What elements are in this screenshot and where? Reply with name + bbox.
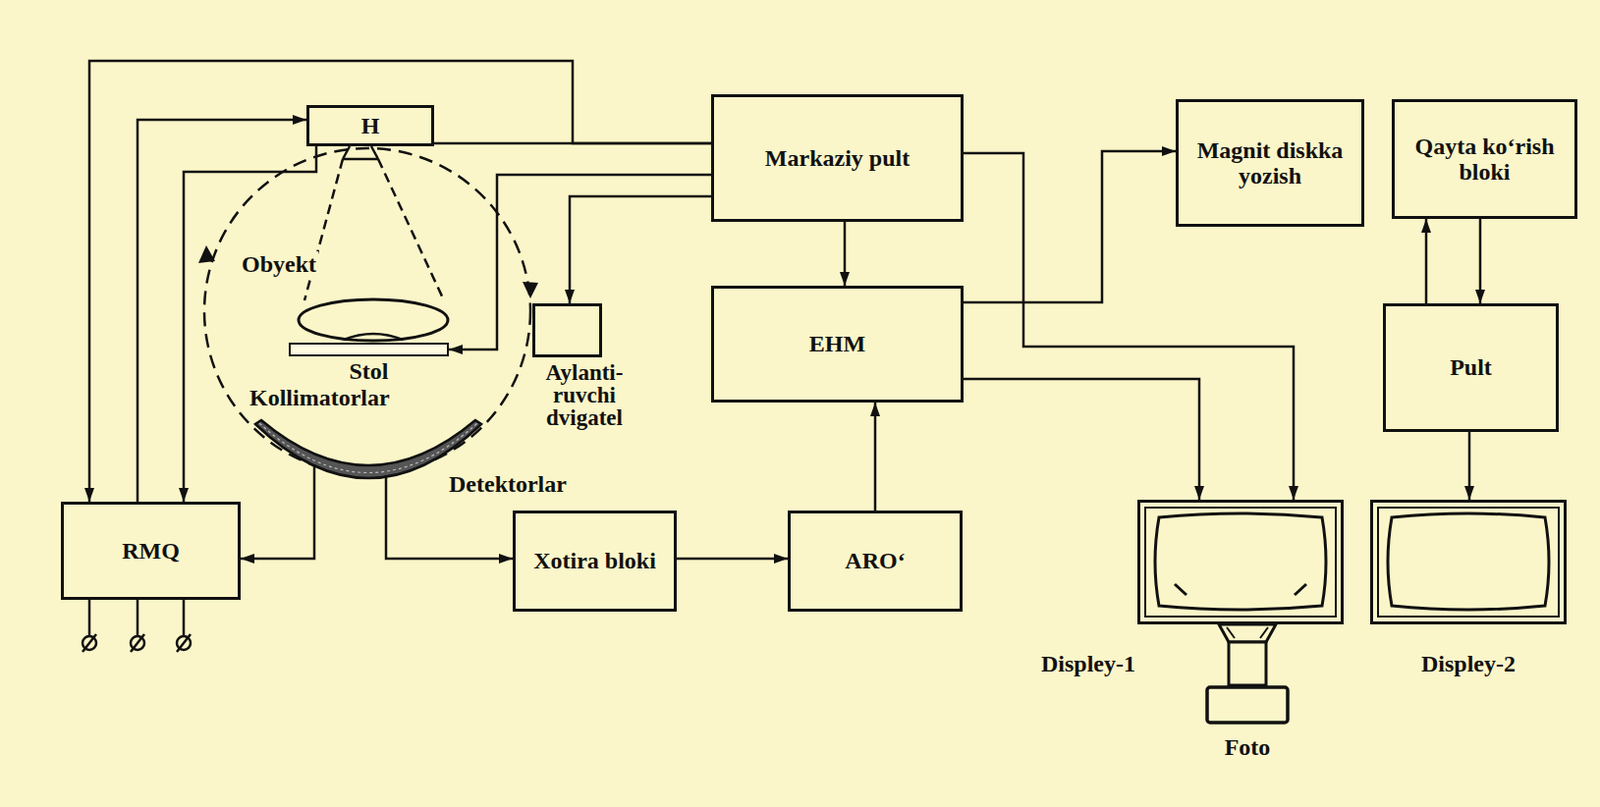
signal-arrow (89, 60, 712, 502)
signal-arrow (1468, 432, 1472, 500)
signal-arrow (963, 379, 1200, 500)
process-box: Markaziy pult (711, 94, 964, 222)
node-label: Displey-1 (1041, 651, 1179, 677)
object-outline (298, 299, 448, 341)
part-label: Kollimatorlar (247, 385, 392, 411)
signal-arrow (240, 485, 315, 559)
rotation-arrow (522, 281, 539, 299)
signal-arrow (434, 142, 712, 146)
process-box: Magnit diskka yozish (1175, 99, 1365, 227)
node-label: Xotira bloki (533, 548, 657, 574)
detector-array: Detektorlar (253, 420, 484, 486)
signal-arrow (1425, 219, 1429, 304)
process-box: EHM (711, 285, 964, 403)
node-label: H (361, 112, 381, 139)
node-label: ARO‘ (844, 548, 905, 574)
signal-arrow (569, 196, 712, 304)
node-label: Markaziy pult (765, 145, 910, 171)
patient-table: Stol (288, 342, 449, 385)
motor-box (532, 303, 603, 358)
node-label: Magnit diskka yozish (1178, 137, 1362, 190)
rotation-arrow (198, 245, 216, 264)
rmq-terminals (82, 600, 191, 653)
monitor-outline (1137, 499, 1344, 625)
photo-camera: Foto (1193, 624, 1302, 761)
signal-arrow (843, 221, 847, 286)
display-monitor: Displey-2 (1370, 499, 1567, 625)
x-ray-beam (304, 159, 444, 301)
display-monitor: Displey-1 (1137, 499, 1344, 625)
process-box: RMQ (60, 501, 241, 601)
process-box: Xotira bloki (512, 510, 677, 612)
part-label: Obyekt (239, 251, 319, 277)
node-label: Foto (1193, 734, 1302, 761)
process-box: H (306, 105, 435, 147)
node-label: Qayta ko‘rish bloki (1394, 133, 1575, 186)
rotation-motor: Aylanti- ruvchi dvigatel (525, 303, 644, 430)
node-label: Displey-2 (1370, 651, 1567, 677)
node-label: EHM (809, 331, 866, 357)
process-box: ARO‘ (787, 510, 963, 612)
signal-arrow (1479, 219, 1483, 304)
process-box: Qayta ko‘rish bloki (1391, 99, 1578, 220)
node-label: Aylanti- ruvchi dvigatel (525, 361, 644, 430)
tube-collimator (342, 146, 379, 160)
object-outline (343, 333, 403, 340)
signal-arrow (874, 402, 878, 511)
node-label: Detektorlar (448, 471, 567, 497)
signal-arrow (963, 151, 1176, 303)
signal-arrow (676, 557, 788, 561)
camera-shape (1193, 624, 1302, 727)
node-label: Stol (288, 358, 449, 385)
table-top (288, 342, 449, 357)
process-box: Pult (1382, 303, 1559, 433)
node-label: RMQ (121, 538, 180, 564)
monitor-outline (1370, 499, 1567, 625)
node-label: Pult (1449, 354, 1492, 381)
detector-band (253, 420, 484, 486)
